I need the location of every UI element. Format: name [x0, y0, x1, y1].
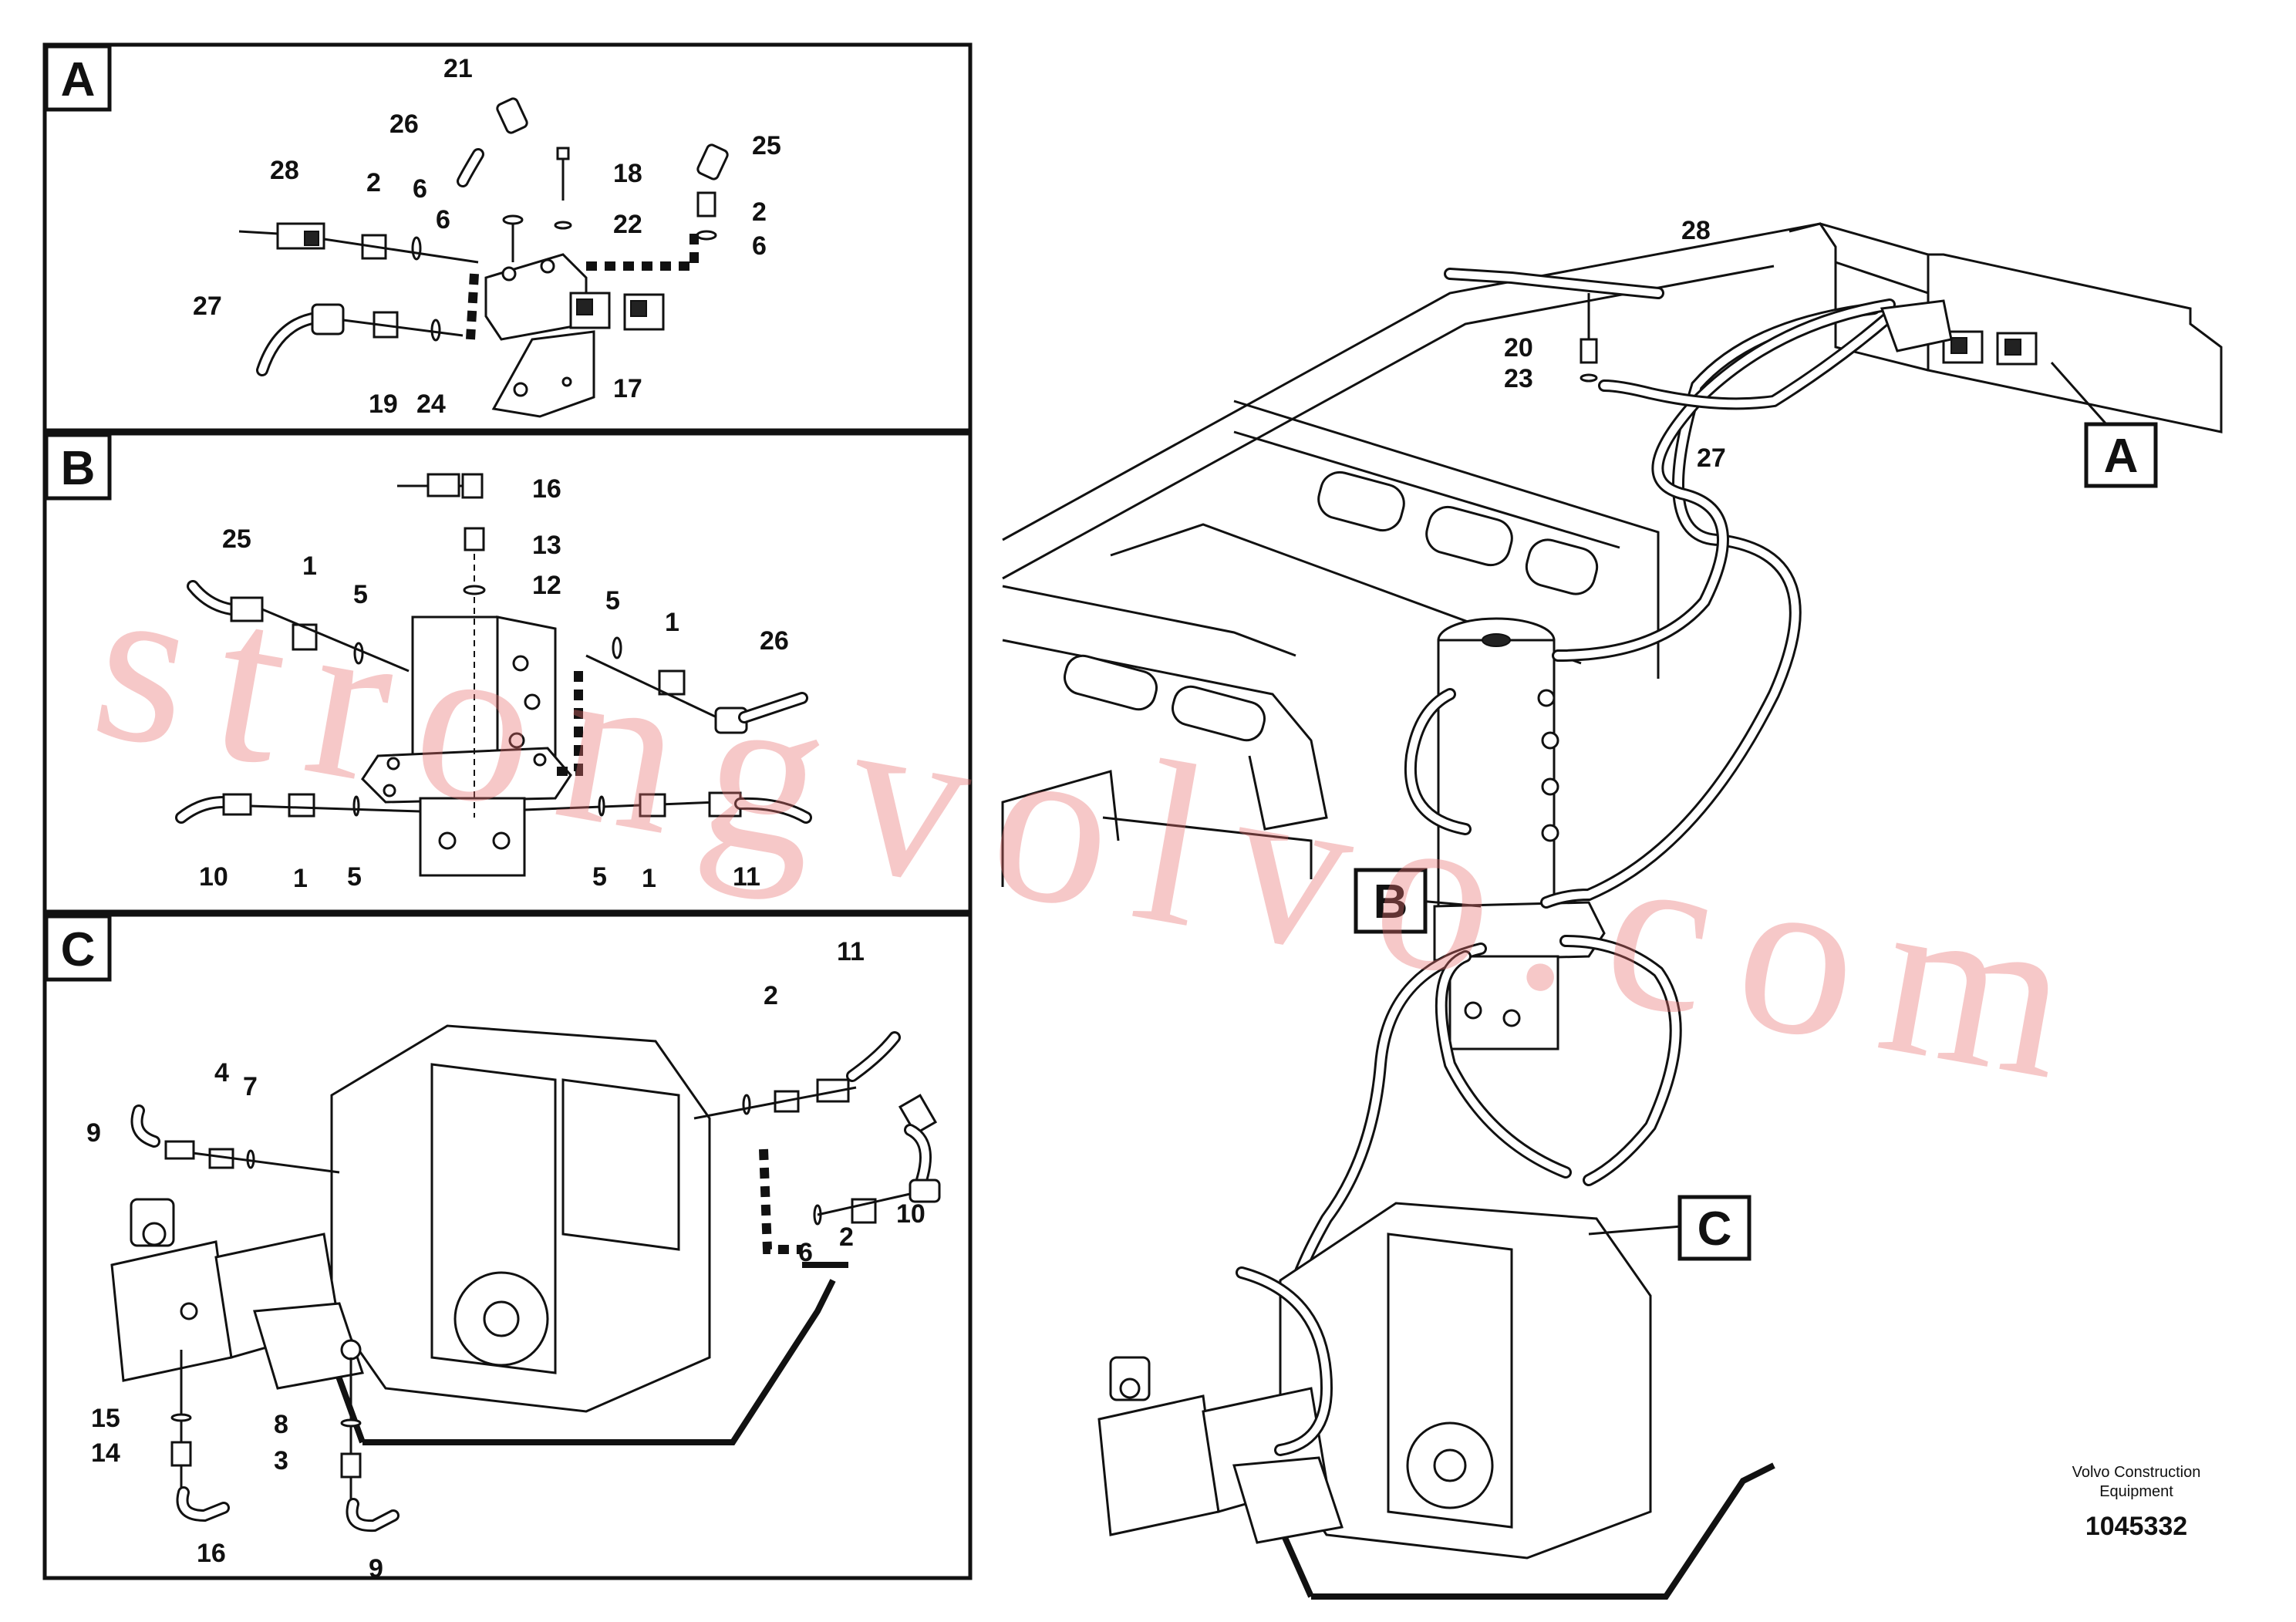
- callout: 3: [274, 1446, 288, 1475]
- panel-c-callouts: 11 2 4 7 9 10 6 2 15 14 8 3 16 9: [86, 937, 925, 1583]
- callout: 5: [353, 580, 368, 609]
- callout: 28: [1681, 216, 1711, 245]
- panel-a-letter-box: [44, 44, 112, 112]
- panel-b-callouts: 16 13 12 25 1 5 5 1 26 10 1 5 5 1 11: [199, 474, 789, 893]
- ref-c-letter: C: [1698, 1202, 1732, 1256]
- panel-a: A: [42, 42, 973, 433]
- overview-callouts: 28 20 23 27: [1504, 216, 1726, 473]
- callout: 10: [896, 1199, 925, 1229]
- panel-a-drawing: [238, 97, 729, 418]
- callout: 6: [436, 205, 450, 234]
- callout: 22: [613, 210, 642, 239]
- callout: 25: [752, 131, 781, 160]
- callout: 13: [532, 531, 561, 560]
- overview-drawing: [1001, 222, 2223, 1600]
- callout: 2: [752, 197, 767, 227]
- footer-line2: Equipment: [2099, 1483, 2173, 1500]
- callout: 24: [416, 389, 446, 419]
- callout: 21: [443, 54, 473, 83]
- callout: 6: [752, 231, 767, 261]
- callout: 11: [837, 937, 865, 966]
- callout: 1: [293, 864, 308, 893]
- callout: 2: [839, 1222, 854, 1252]
- callout: 2: [764, 981, 778, 1010]
- callout: 11: [733, 862, 760, 892]
- panel-a-callouts: 21 26 25 18 2 6 22 6 28 2 6 27 19 24 17: [193, 54, 781, 419]
- callout: 6: [798, 1238, 813, 1267]
- overview-ref-boxes: A B C: [1354, 422, 2158, 1261]
- callout: 1: [665, 608, 679, 637]
- ref-b-letter: B: [1374, 875, 1408, 929]
- watermark: strongvolvo.com: [79, 529, 2117, 1133]
- callout: 16: [197, 1539, 226, 1568]
- callout: 23: [1504, 364, 1533, 393]
- panel-c: C: [42, 912, 973, 1583]
- callout: 15: [91, 1404, 120, 1433]
- callout: 5: [605, 586, 620, 615]
- callout: 27: [193, 292, 222, 321]
- callout: 28: [270, 156, 299, 185]
- callout: 9: [369, 1554, 383, 1583]
- panel-b-letter-box: [44, 433, 112, 501]
- ref-box-a: [2084, 422, 2158, 488]
- callout: 9: [86, 1118, 101, 1148]
- leader-a: [2050, 362, 2115, 433]
- ref-a-letter: A: [2104, 430, 2139, 483]
- callout: 16: [532, 474, 561, 504]
- callout: 10: [199, 862, 228, 892]
- footer: Volvo Construction Equipment 1045332: [2072, 1464, 2201, 1541]
- leader-b: [1418, 899, 1482, 908]
- callout: 1: [302, 551, 317, 581]
- callout: 6: [413, 174, 427, 204]
- panel-b-letter: B: [61, 442, 96, 495]
- callout: 14: [91, 1438, 120, 1468]
- callout: 17: [613, 374, 642, 403]
- callout: 25: [222, 524, 251, 554]
- panel-c-drawing: [110, 1024, 941, 1533]
- callout: 1: [642, 864, 656, 893]
- footer-number: 1045332: [2085, 1512, 2187, 1541]
- panel-c-letter: C: [61, 923, 96, 976]
- callout: 26: [760, 626, 789, 656]
- footer-line1: Volvo Construction: [2072, 1464, 2201, 1481]
- ref-box-b: [1354, 868, 1428, 934]
- callout: 2: [366, 168, 381, 197]
- panel-a-letter: A: [61, 53, 96, 106]
- panel-c-letter-box: [44, 914, 112, 982]
- callout: 18: [613, 159, 642, 188]
- callout: 4: [214, 1058, 229, 1088]
- callout: 26: [389, 110, 419, 139]
- callout: 8: [274, 1410, 288, 1439]
- leader-c: [1588, 1225, 1682, 1236]
- callout: 27: [1697, 443, 1726, 473]
- ref-box-c: [1677, 1195, 1752, 1261]
- panel-b: B: [42, 431, 973, 914]
- callout: 7: [243, 1072, 258, 1101]
- callout: 19: [369, 389, 398, 419]
- panel-b-drawing: [175, 473, 812, 877]
- callout: 5: [592, 862, 607, 892]
- callout: 20: [1504, 333, 1533, 363]
- callout: 12: [532, 571, 561, 600]
- callout: 5: [347, 862, 362, 892]
